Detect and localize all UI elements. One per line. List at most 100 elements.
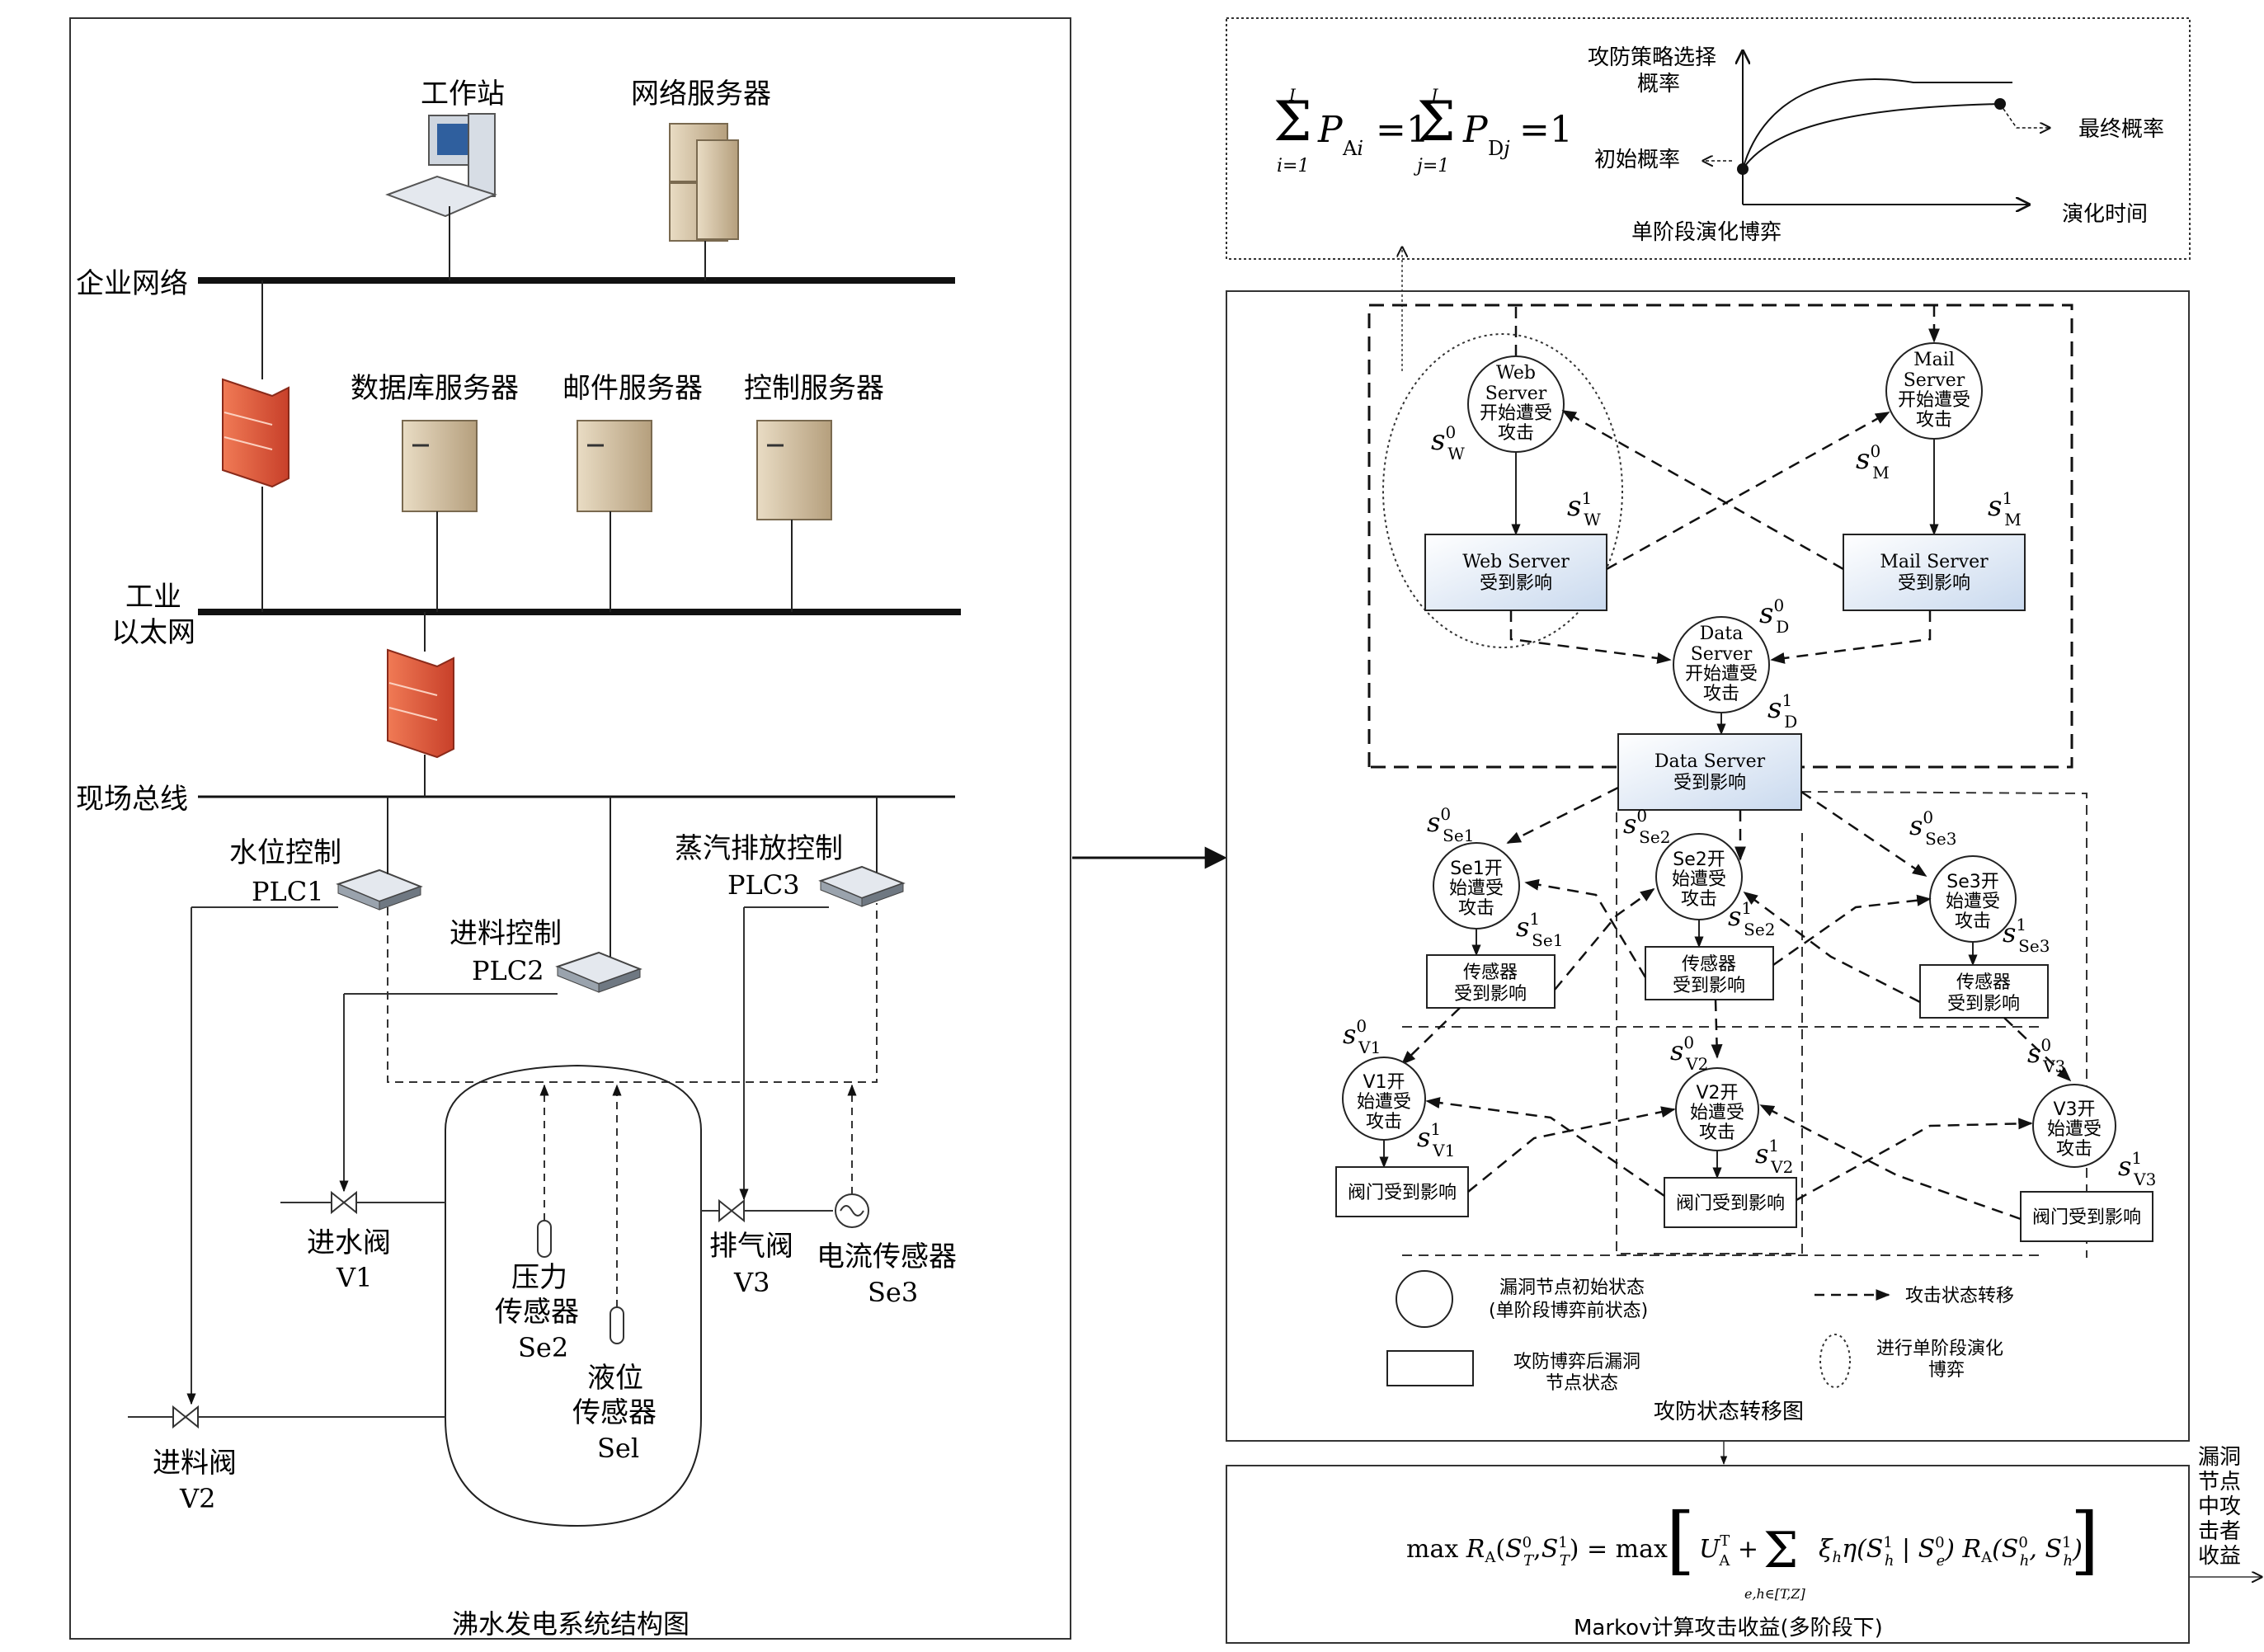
boiler-tank	[445, 1064, 702, 1527]
left-panel-caption: 沸水发电系统结构图	[452, 1608, 690, 1640]
web-server-label: 网络服务器	[631, 78, 771, 111]
sensor-affected-node-3	[1919, 964, 2049, 1019]
formula-left-lower: i=1	[1277, 156, 1309, 176]
sensor-affected-node-1	[1426, 954, 1556, 1009]
valve-v1-icon	[331, 1190, 357, 1215]
mail-node-line1: Mail	[1913, 350, 1955, 370]
formula-right-lower: j=1	[1413, 156, 1449, 176]
level-sensor-icon	[610, 1306, 624, 1344]
plc3-name: 蒸汽排放控制	[675, 832, 843, 865]
pressure-sensor-icon	[537, 1220, 552, 1258]
control-server-label: 控制服务器	[744, 372, 884, 405]
se1-node-line1: Se1开	[1450, 859, 1503, 879]
se2-node-line1: Se2开	[1673, 850, 1725, 870]
data-node-line3: 开始遭受	[1685, 664, 1758, 685]
formula-right-eq: =1	[1519, 109, 1573, 151]
side-label-4: 击者	[2198, 1519, 2241, 1544]
mail-node-line4: 攻击	[1916, 410, 1952, 431]
single-stage-game-panel: I Σ i=1 P Ai =1 J Σ j=1 P Dj =1 攻防策略选择 概…	[1226, 17, 2191, 260]
markov-sigma: Σ	[1763, 1522, 1798, 1579]
plc3-icon	[818, 865, 906, 907]
web-box-line1: Web Server	[1462, 552, 1570, 572]
formula-right-upper: J	[1428, 85, 1438, 105]
mail-box-line2: 受到影响	[1898, 573, 1970, 594]
pressure-sensor-id: Se2	[518, 1332, 568, 1363]
legend-box-icon	[1386, 1350, 1474, 1386]
evolution-ylabel-2: 概率	[1637, 72, 1680, 96]
formula-left-sigma: Σ	[1273, 90, 1312, 153]
formula-left-p: P	[1317, 109, 1344, 151]
database-server-label: 数据库服务器	[351, 372, 519, 405]
formula-right-p: P	[1462, 109, 1489, 151]
valve-affected-node-2	[1664, 1177, 1797, 1228]
legend-arrow-label: 攻击状态转移	[1905, 1286, 2014, 1306]
sensor-box-1-line1: 传感器	[1463, 962, 1518, 983]
sensor-box-2-line2: 受到影响	[1673, 976, 1745, 996]
plc2-name: 进料控制	[450, 917, 562, 950]
se2-node-line3: 攻击	[1681, 889, 1717, 910]
plc1-name: 水位控制	[229, 836, 341, 869]
formula-right-sub: Dj	[1488, 137, 1510, 160]
legend-circle-line2: (单阶段博弈前状态)	[1489, 1301, 1648, 1321]
mail-box-line1: Mail Server	[1880, 552, 1989, 572]
plc3-id: PLC3	[727, 869, 800, 901]
valve-box-1-label: 阀门受到影响	[1348, 1183, 1457, 1203]
v2-node-line2: 始遭受	[1690, 1103, 1744, 1123]
web-node-line1: Web	[1496, 363, 1536, 384]
data-node-line2: Server	[1691, 644, 1753, 665]
valve-v2-icon	[172, 1405, 199, 1429]
v1-node-line3: 攻击	[1366, 1112, 1402, 1132]
valve-box-3-label: 阀门受到影响	[2032, 1207, 2141, 1228]
database-server-icon	[402, 420, 478, 612]
v3-node-line2: 始遭受	[2047, 1119, 2102, 1140]
se2-node-line2: 始遭受	[1672, 869, 1726, 890]
side-label-1: 漏洞	[2198, 1445, 2241, 1470]
markov-sigma-lower: e,h∈[T,Z]	[1744, 1586, 1805, 1602]
legend-circle-line1: 漏洞节点初始状态	[1499, 1278, 1645, 1298]
mail-node-line2: Server	[1904, 370, 1965, 391]
data-box-line1: Data Server	[1654, 751, 1766, 772]
sensor-box-3-line2: 受到影响	[1947, 994, 2020, 1014]
v3-node-line1: V3开	[2053, 1099, 2095, 1120]
evolution-curve-upper	[1742, 78, 2012, 170]
sensor-box-3-line1: 传感器	[1956, 972, 2011, 993]
markov-bracket-left: [	[1666, 1497, 1695, 1584]
web-node-line4: 攻击	[1498, 423, 1534, 444]
plc1-id: PLC1	[252, 876, 324, 907]
fieldbus-label: 现场总线	[76, 783, 188, 816]
legend-ellipse-line1: 进行单阶段演化	[1876, 1339, 2003, 1359]
current-sensor-id: Se3	[868, 1277, 918, 1308]
v3-node-line3: 攻击	[2056, 1139, 2092, 1160]
evolution-curve-lower	[1742, 103, 2001, 170]
legend: 漏洞节点初始状态 (单阶段博弈前状态) 攻防博弈后漏洞 节点状态 攻击状态转移 …	[1386, 1270, 2014, 1424]
markov-caption: Markov计算攻击收益(多阶段下)	[1574, 1616, 1883, 1640]
legend-ellipse-icon	[1819, 1334, 1851, 1388]
initial-prob-label: 初始概率	[1594, 148, 1680, 172]
se1-node-line3: 攻击	[1458, 898, 1494, 919]
valve-v3-id: V3	[733, 1267, 770, 1298]
data-node-line4: 攻击	[1703, 684, 1739, 704]
se3-node-line2: 始遭受	[1946, 892, 2000, 912]
web-server-affected-node	[1424, 534, 1607, 611]
mail-server-affected-node	[1843, 534, 2026, 611]
level-sensor-line2: 传感器	[572, 1396, 657, 1429]
industrial-ethernet-label-1: 工业	[125, 581, 181, 614]
pressure-sensor-line2: 传感器	[495, 1296, 579, 1329]
plc2-id: PLC2	[472, 955, 544, 986]
firewall-icon-2	[387, 648, 454, 759]
